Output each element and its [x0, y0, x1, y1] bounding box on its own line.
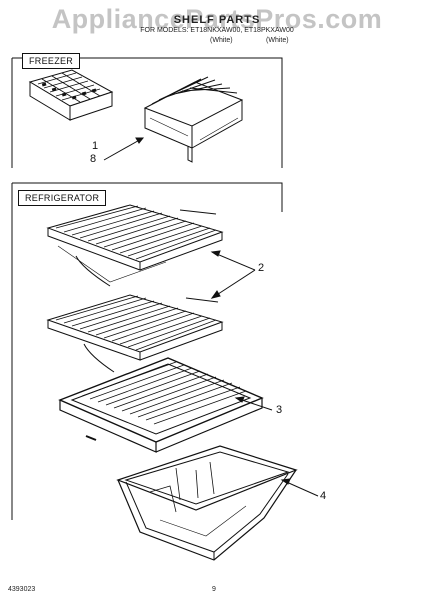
callout-8: 8	[90, 153, 97, 165]
crisper-bin-drawing	[116, 445, 298, 561]
page-title: SHELF PARTS	[173, 14, 261, 26]
crisper-cover-drawing	[58, 357, 264, 453]
freezer-section-label: FREEZER	[22, 53, 81, 69]
refrigerator-section-label: REFRIGERATOR	[18, 190, 107, 206]
callout-4: 4	[320, 490, 327, 502]
model-subtitle: FOR MODELS: ET18NKXAW00, ET18PKXAW00	[140, 27, 294, 34]
watermark: AppliancePartsPros.com	[51, 4, 383, 34]
freezer-wire-shelf-drawing	[143, 76, 244, 163]
footer-page-number: 9	[212, 586, 216, 593]
callout-1: 1	[92, 140, 99, 152]
ice-cube-tray-drawing	[28, 69, 114, 121]
leader-line-2-bottom	[211, 269, 256, 299]
leader-line-2-top	[211, 251, 256, 271]
refrigerator-shelf-top-drawing	[46, 204, 224, 287]
refrigerator-section-frame	[11, 182, 283, 520]
footer-part-code: 4393023	[8, 586, 36, 593]
color-label-2: (White)	[266, 37, 289, 44]
color-label-1: (White)	[210, 37, 233, 44]
refrigerator-shelf-middle-drawing	[46, 294, 224, 373]
callout-2: 2	[258, 262, 265, 274]
callout-3: 3	[276, 404, 283, 416]
leader-line-1-8	[103, 137, 144, 161]
freezer-section-frame	[11, 57, 283, 168]
